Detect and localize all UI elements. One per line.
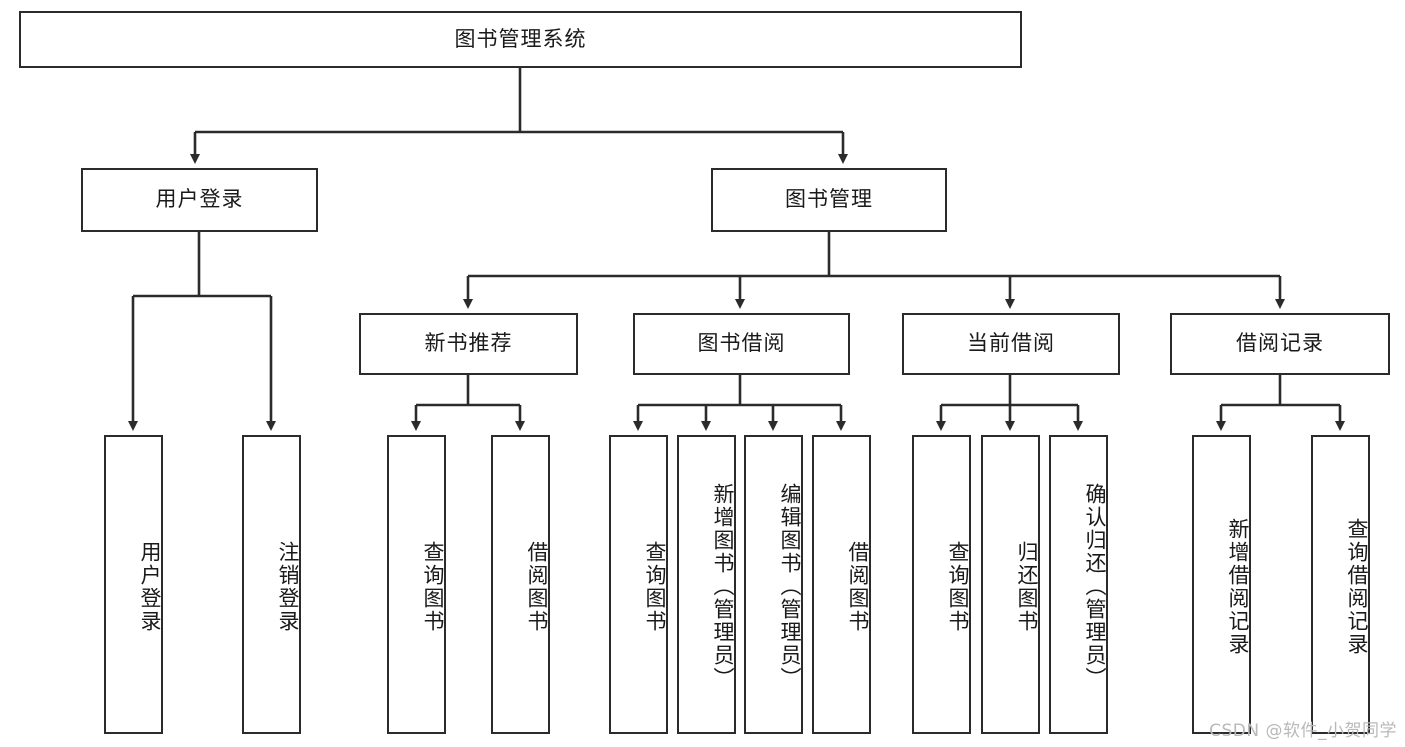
leaf-edit-book[interactable]: 编辑图书（管理员） [744, 435, 803, 734]
node-book-borrow[interactable]: 图书借阅 [633, 313, 850, 375]
node-current-borrow-label: 当前借阅 [967, 331, 1055, 356]
leaf-return-book-label: 归还图书 [1015, 540, 1039, 633]
leaf-edit-book-label: 编辑图书（管理员） [778, 483, 802, 690]
node-borrow-record[interactable]: 借阅记录 [1170, 313, 1390, 375]
leaf-borrow-book-2-label: 借阅图书 [846, 540, 870, 633]
node-user-login-label: 用户登录 [155, 187, 244, 212]
leaf-return-book[interactable]: 归还图书 [981, 435, 1040, 734]
node-current-borrow[interactable]: 当前借阅 [902, 313, 1120, 375]
leaf-query-book-3-label: 查询图书 [946, 540, 970, 633]
leaf-user-login[interactable]: 用户登录 [104, 435, 163, 734]
leaf-user-logout-label: 注销登录 [276, 540, 300, 633]
leaf-confirm-return-label: 确认归还（管理员） [1083, 483, 1107, 690]
node-book-borrow-label: 图书借阅 [697, 331, 786, 356]
leaf-user-logout[interactable]: 注销登录 [242, 435, 301, 734]
leaf-user-login-label: 用户登录 [138, 540, 162, 633]
node-new-book-recommend-label: 新书推荐 [424, 331, 513, 356]
leaf-borrow-book-1[interactable]: 借阅图书 [491, 435, 550, 734]
node-user-login[interactable]: 用户登录 [81, 168, 318, 232]
leaf-query-book-2-label: 查询图书 [643, 540, 667, 633]
leaf-borrow-book-1-label: 借阅图书 [525, 540, 549, 633]
node-borrow-record-label: 借阅记录 [1236, 331, 1324, 356]
leaf-query-book-1-label: 查询图书 [421, 540, 445, 633]
leaf-query-record-label: 查询借阅记录 [1345, 517, 1369, 656]
leaf-add-book-label: 新增图书（管理员） [711, 483, 735, 690]
node-book-manage[interactable]: 图书管理 [711, 168, 947, 232]
node-root[interactable]: 图书管理系统 [19, 11, 1022, 68]
csdn-watermark: CSDN @软件_小贺同学 [1209, 721, 1397, 741]
leaf-borrow-book-2[interactable]: 借阅图书 [812, 435, 871, 734]
leaf-add-book[interactable]: 新增图书（管理员） [677, 435, 736, 734]
leaf-confirm-return[interactable]: 确认归还（管理员） [1049, 435, 1108, 734]
leaf-query-book-1[interactable]: 查询图书 [387, 435, 446, 734]
node-new-book-recommend[interactable]: 新书推荐 [359, 313, 578, 375]
leaf-add-record-label: 新增借阅记录 [1226, 517, 1250, 656]
leaf-query-book-2[interactable]: 查询图书 [609, 435, 668, 734]
node-book-manage-label: 图书管理 [785, 187, 873, 212]
leaf-add-record[interactable]: 新增借阅记录 [1192, 435, 1251, 734]
node-root-label: 图书管理系统 [454, 26, 587, 51]
leaf-query-record[interactable]: 查询借阅记录 [1311, 435, 1370, 734]
leaf-query-book-3[interactable]: 查询图书 [912, 435, 971, 734]
